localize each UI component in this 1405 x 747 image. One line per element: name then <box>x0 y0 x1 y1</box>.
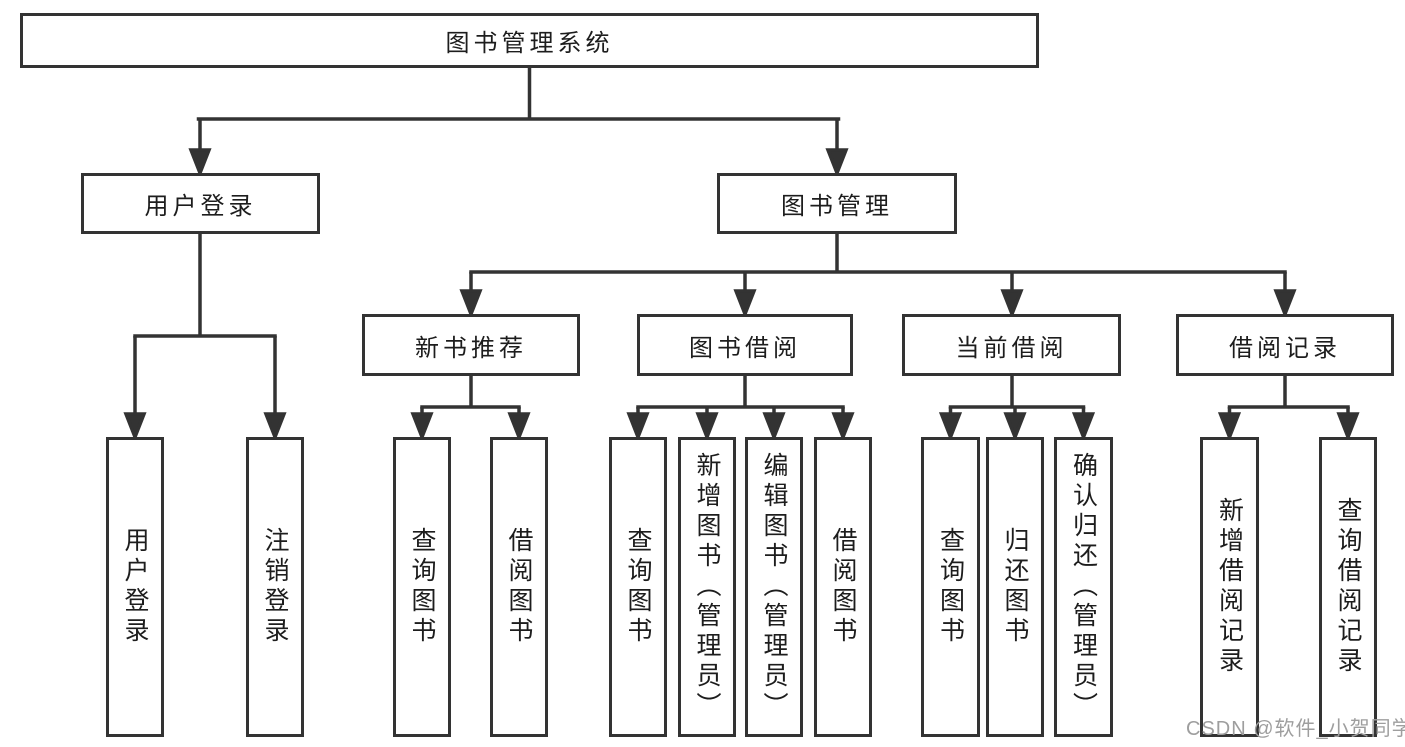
leaf-query-borrow-record-label: 查询借阅记录 <box>1334 497 1362 677</box>
arrow-down-icon <box>459 289 483 319</box>
branch-current-borrow <box>938 376 1096 442</box>
leaf-borrow-query-books: 查询图书 <box>609 437 667 737</box>
leaf-edit-book-admin: 编辑图书（管理员） <box>745 437 803 737</box>
leaf-add-book-admin: 新增图书（管理员） <box>678 437 736 737</box>
arrow-down-icon <box>1003 412 1027 442</box>
arrow-down-icon <box>1273 289 1297 319</box>
arrow-down-icon <box>263 412 287 442</box>
node-new-books: 新书推荐 <box>362 314 580 376</box>
leaf-borrow-books: 借阅图书 <box>814 437 872 737</box>
leaf-borrow-query-books-label: 查询图书 <box>624 527 652 647</box>
leaf-newbooks-borrow-books: 借阅图书 <box>490 437 548 737</box>
arrow-down-icon <box>507 412 531 442</box>
branch-user-login <box>123 234 287 442</box>
leaf-add-borrow-record-label: 新增借阅记录 <box>1215 497 1244 677</box>
leaf-add-book-admin-label: 新增图书（管理员） <box>693 452 721 722</box>
arrow-down-icon <box>831 412 855 442</box>
branch-root <box>188 68 849 178</box>
node-user-login-label: 用户登录 <box>144 193 257 220</box>
leaf-return-books: 归还图书 <box>986 437 1044 737</box>
leaf-newbooks-borrow-books-label: 借阅图书 <box>505 527 533 647</box>
leaf-borrow-books-label: 借阅图书 <box>829 527 857 647</box>
branch-book-mgmt <box>459 234 1297 319</box>
branch-book-borrow <box>626 376 855 442</box>
leaf-newbooks-query-books: 查询图书 <box>393 437 451 737</box>
node-book-borrow-label: 图书借阅 <box>689 334 801 362</box>
node-root: 图书管理系统 <box>20 13 1039 68</box>
node-book-borrow: 图书借阅 <box>637 314 853 376</box>
arrow-down-icon <box>123 412 147 442</box>
arrow-down-icon <box>695 412 719 442</box>
arrow-down-icon <box>410 412 434 442</box>
leaf-user-login-label: 用户登录 <box>121 527 149 647</box>
branch-new-books <box>410 376 531 442</box>
node-user-login: 用户登录 <box>81 173 320 234</box>
arrow-down-icon <box>825 148 849 178</box>
arrow-down-icon <box>1000 289 1024 319</box>
node-book-mgmt: 图书管理 <box>717 173 957 234</box>
branch-borrow-records <box>1217 376 1360 442</box>
node-book-mgmt-label: 图书管理 <box>781 193 893 220</box>
leaf-edit-book-admin-label: 编辑图书（管理员） <box>760 452 788 722</box>
leaf-return-books-label: 归还图书 <box>1001 527 1029 647</box>
leaf-confirm-return-admin-label: 确认归还（管理员） <box>1069 452 1098 722</box>
leaf-add-borrow-record: 新增借阅记录 <box>1200 437 1259 737</box>
node-borrow-records-label: 借阅记录 <box>1229 334 1341 362</box>
node-new-books-label: 新书推荐 <box>415 334 527 362</box>
arrow-down-icon <box>733 289 757 319</box>
leaf-query-borrow-record: 查询借阅记录 <box>1319 437 1377 737</box>
leaf-newbooks-query-books-label: 查询图书 <box>408 527 436 647</box>
node-current-borrow-label: 当前借阅 <box>955 334 1068 362</box>
leaf-current-query-books-label: 查询图书 <box>936 527 965 647</box>
arrow-down-icon <box>188 148 212 178</box>
leaf-logout-label: 注销登录 <box>261 527 289 647</box>
leaf-current-query-books: 查询图书 <box>921 437 980 737</box>
node-current-borrow: 当前借阅 <box>902 314 1121 376</box>
node-root-label: 图书管理系统 <box>445 30 614 57</box>
arrow-down-icon <box>1217 412 1242 442</box>
csdn-watermark: CSDN @软件_小贺同学 <box>1186 718 1405 740</box>
arrow-down-icon <box>1071 412 1096 442</box>
arrow-down-icon <box>1336 412 1360 442</box>
node-borrow-records: 借阅记录 <box>1176 314 1394 376</box>
leaf-user-login: 用户登录 <box>106 437 164 737</box>
arrow-down-icon <box>626 412 650 442</box>
arrow-down-icon <box>938 412 963 442</box>
leaf-logout: 注销登录 <box>246 437 304 737</box>
arrow-down-icon <box>762 412 786 442</box>
leaf-confirm-return-admin: 确认归还（管理员） <box>1054 437 1113 737</box>
